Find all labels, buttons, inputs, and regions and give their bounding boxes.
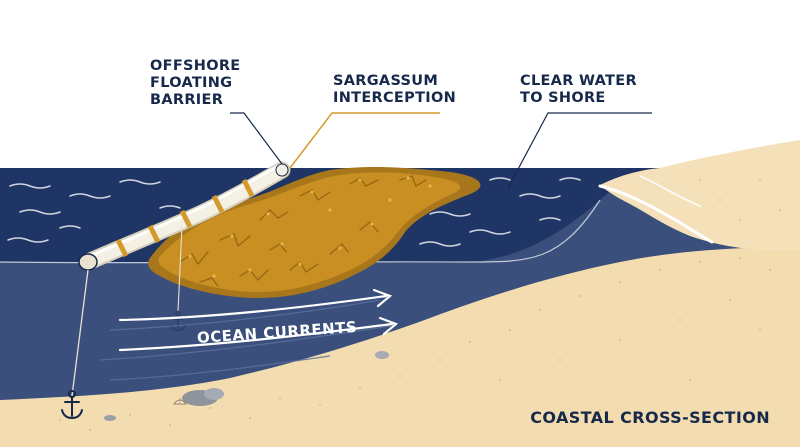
floating-barrier — [78, 161, 291, 271]
surface-waves — [7, 177, 581, 247]
clear-water-leader-line — [507, 112, 652, 189]
clear-water-to-shore-label: CLEAR WATER TO SHORE — [520, 73, 637, 106]
current-streaks — [99, 299, 391, 381]
sand-texture — [59, 179, 781, 431]
sky — [0, 0, 800, 168]
anchor-line-2 — [177, 225, 183, 313]
surf-line-2 — [639, 175, 701, 207]
sargassum-mat — [148, 166, 481, 298]
sargassum-leader-line — [289, 112, 440, 169]
beach — [600, 140, 800, 251]
offshore-floating-barrier-label: OFFSHORE FLOATING BARRIER — [150, 58, 241, 108]
current-arrow-icon — [118, 288, 399, 352]
coastal-cross-section-title: COASTAL CROSS-SECTION — [530, 408, 770, 427]
anchor-icon — [61, 390, 83, 420]
shell-icon — [172, 398, 188, 405]
anchor-line — [71, 269, 89, 397]
surf-line — [598, 184, 714, 244]
sea-floor-rocks — [104, 351, 389, 421]
water-surface — [0, 199, 601, 264]
barrier-leader-line — [230, 112, 283, 165]
sargassum-interception-label: SARGASSUM INTERCEPTION — [333, 73, 457, 106]
